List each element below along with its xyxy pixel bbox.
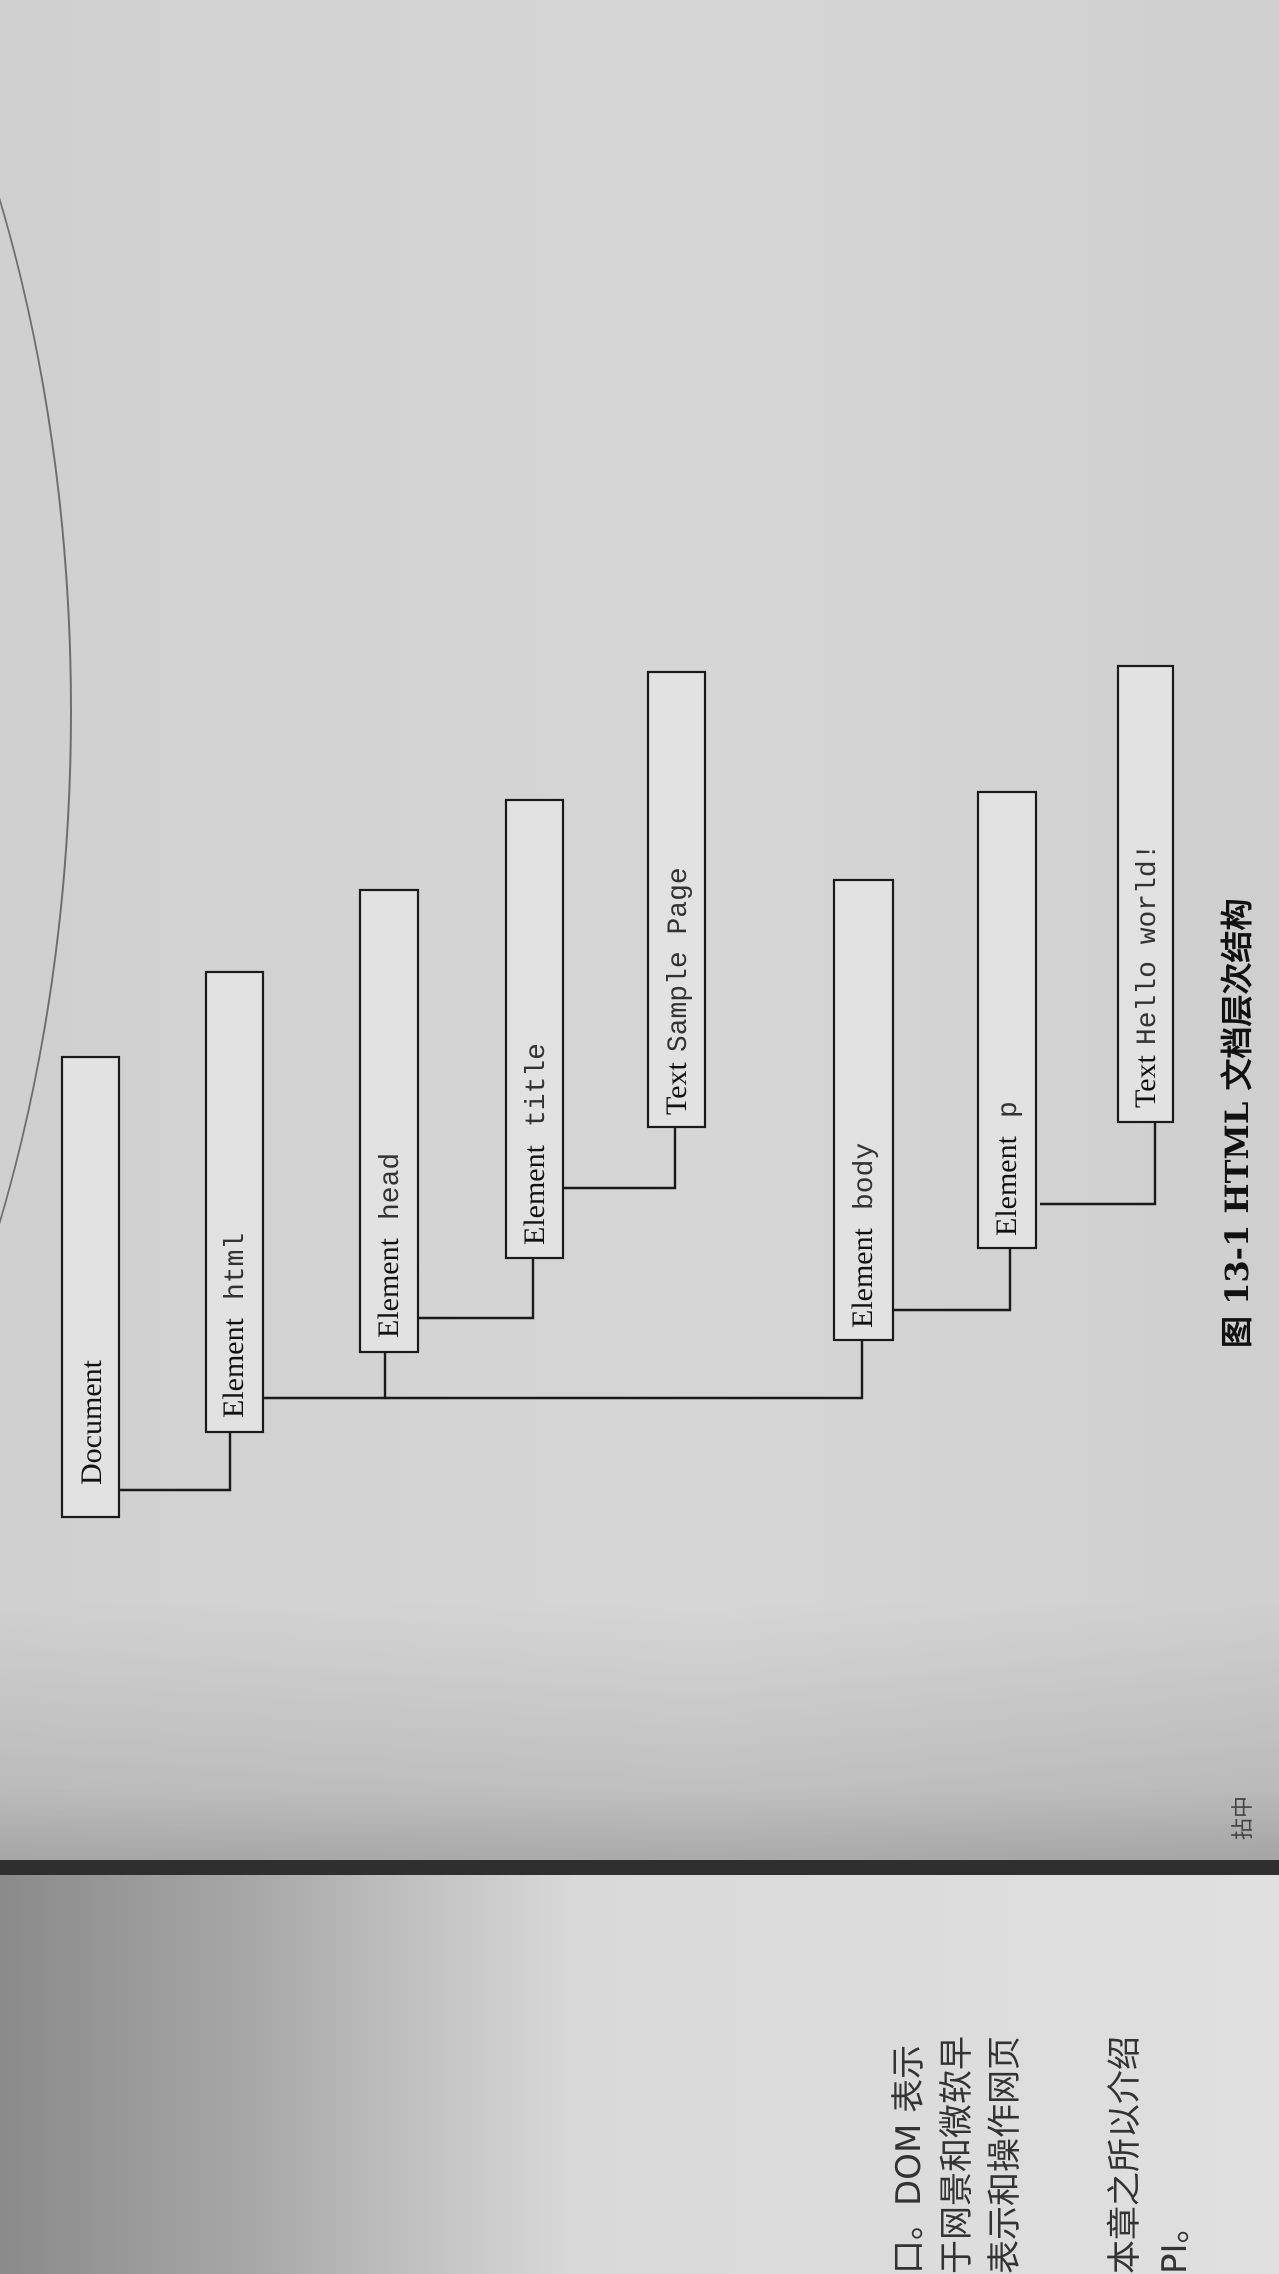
- node-name-hello: Hello world!: [1133, 843, 1164, 1045]
- next-page-line-3: 表示和操作网页: [985, 2036, 1025, 2274]
- node-kind-body: Element: [846, 1227, 879, 1328]
- node-kind-hello: Text: [1129, 1054, 1162, 1108]
- node-name-head: head: [376, 1153, 407, 1220]
- edge-html-body: [385, 1340, 864, 1400]
- next-page-line-1: 口。DOM 表示: [889, 2045, 929, 2274]
- edge-title-sample: [563, 1127, 677, 1190]
- node-label-sample: Text Sample Page: [660, 867, 695, 1115]
- edge-body-p: [893, 1248, 1012, 1312]
- node-label-head: Element head: [372, 1153, 407, 1338]
- node-name-p: p: [994, 1101, 1025, 1118]
- node-element-title: Element title: [504, 798, 565, 1260]
- next-page-line-5: PI。: [1155, 2209, 1195, 2274]
- node-label-title: Element title: [518, 1043, 553, 1245]
- next-page-text: 口。DOM 表示 于网景和微软早 表示和操作网页 本章之所以介绍 PI。: [889, 2036, 1195, 2274]
- node-element-head: Element head: [358, 888, 420, 1354]
- edge-html-head: [263, 1352, 387, 1400]
- next-page-line-2: 于网景和微软早: [937, 2036, 977, 2274]
- node-element-html: Element html: [204, 970, 265, 1434]
- node-document: Document: [60, 1055, 121, 1519]
- node-label-document: Document: [75, 1359, 108, 1485]
- node-name-title: title: [522, 1043, 553, 1127]
- node-element-p: Element p: [976, 790, 1038, 1250]
- tree-edges: [120, 1122, 1157, 1492]
- node-label-hello: Text Hello world!: [1129, 843, 1164, 1108]
- node-element-body: Element body: [832, 878, 895, 1342]
- next-page-line-4: 本章之所以介绍: [1105, 2036, 1145, 2274]
- node-name-sample: Sample Page: [664, 867, 695, 1052]
- book-page: [0, 0, 1279, 1870]
- node-name-body: body: [850, 1143, 881, 1210]
- node-kind-sample: Text: [660, 1061, 693, 1115]
- node-text-hello-world: Text Hello world!: [1116, 664, 1175, 1124]
- node-label-p: Element p: [990, 1101, 1025, 1236]
- node-kind-html: Element: [217, 1317, 250, 1418]
- node-kind-title: Element: [518, 1144, 551, 1245]
- edge-head-title: [418, 1258, 535, 1320]
- page-shadow: [0, 1600, 1279, 1870]
- figure-caption: 图 13-1 HTML 文档层次结构: [1218, 899, 1256, 1348]
- node-kind-p: Element: [990, 1135, 1023, 1236]
- node-label-html: Element html: [217, 1233, 252, 1418]
- node-kind-head: Element: [372, 1237, 405, 1338]
- node-text-sample-page: Text Sample Page: [646, 670, 707, 1129]
- edge-document-html: [120, 1432, 232, 1492]
- next-page: [0, 1875, 1279, 2274]
- margin-mark: 拈中: [1231, 1796, 1256, 1840]
- node-name-html: html: [221, 1233, 252, 1300]
- edge-p-hello: [1040, 1122, 1157, 1206]
- node-label-body: Element body: [846, 1143, 881, 1328]
